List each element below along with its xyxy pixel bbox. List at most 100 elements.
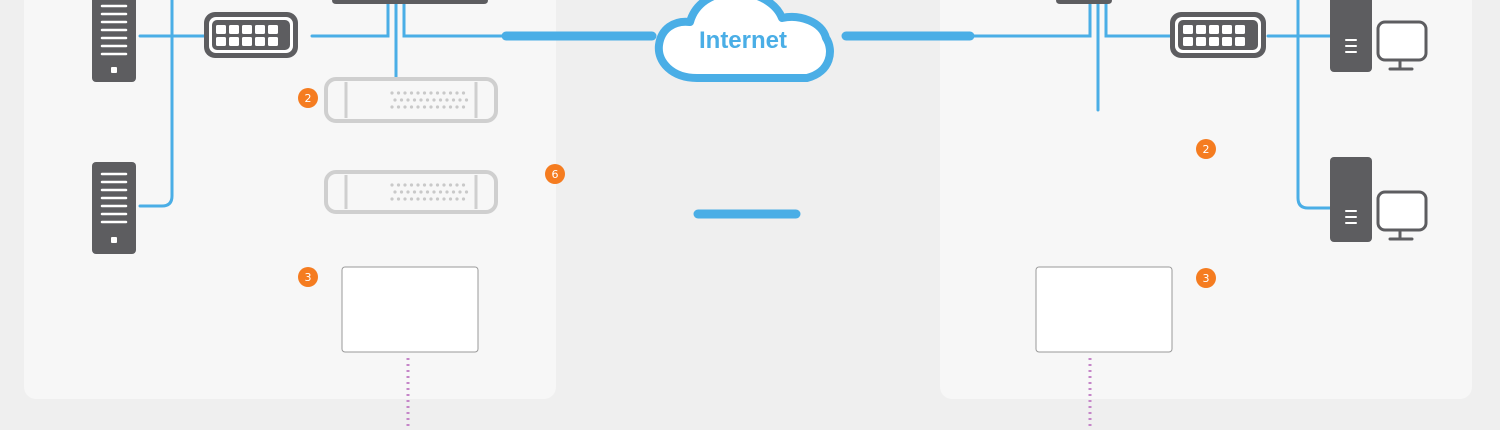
vent-dot — [416, 183, 420, 187]
vent-dot — [429, 91, 433, 95]
vent-dot — [455, 91, 459, 95]
appliance-icon — [324, 170, 498, 214]
vent-dot — [458, 98, 462, 102]
vent-dot — [422, 91, 427, 95]
vent-dot — [390, 91, 394, 95]
network-switch-icon — [1170, 12, 1266, 58]
badge-right-2: 2 — [1196, 139, 1216, 159]
vent-dot — [438, 98, 443, 102]
link-switch-router — [310, 0, 390, 38]
vent-dot — [455, 183, 459, 187]
vent-dot — [406, 190, 410, 194]
vent-dot — [396, 197, 401, 201]
badge-right-3: 3 — [1196, 268, 1216, 288]
vent-dot — [425, 190, 430, 194]
desktop-computer-icon — [1330, 0, 1428, 72]
badge-label: 2 — [305, 92, 312, 105]
router-right — [1056, 0, 1112, 4]
vent-dot — [442, 197, 446, 201]
vent-dot — [435, 91, 440, 95]
vent-dot — [416, 105, 420, 109]
vent-dot — [416, 91, 420, 95]
vent-dot — [403, 105, 407, 109]
link-router-drop — [402, 0, 504, 38]
vent-dot — [409, 183, 414, 187]
vent-dot — [403, 197, 407, 201]
desktop-computer-icon — [1330, 157, 1428, 242]
vent-dot — [448, 91, 453, 95]
vent-dot — [403, 183, 407, 187]
vent-dot — [403, 91, 407, 95]
vent-dot — [412, 190, 417, 194]
vent-dot — [435, 105, 440, 109]
vent-dot — [461, 197, 466, 201]
vent-dot — [455, 197, 459, 201]
vent-dot — [393, 190, 397, 194]
vent-dot — [445, 190, 449, 194]
vent-dot — [445, 98, 449, 102]
vent-dot — [442, 105, 446, 109]
vent-dot — [461, 91, 466, 95]
vent-dot — [396, 91, 401, 95]
right-site-links — [972, 0, 1332, 210]
vent-dot — [464, 190, 469, 194]
vent-dot — [409, 197, 414, 201]
vent-dot — [461, 105, 466, 109]
badge-label: 2 — [1203, 143, 1210, 156]
vent-dot — [393, 98, 397, 102]
vent-dot — [442, 183, 446, 187]
vent-dot — [458, 190, 462, 194]
blank-box — [341, 266, 479, 353]
vent-dot — [422, 197, 427, 201]
vent-dot — [419, 190, 423, 194]
vent-dot — [412, 98, 417, 102]
link-bus-vertical — [138, 0, 174, 208]
badge-left-3: 3 — [298, 267, 318, 287]
vent-dot — [409, 105, 414, 109]
badge-label: 3 — [305, 271, 312, 284]
vent-dot — [429, 183, 433, 187]
vent-dot — [432, 190, 436, 194]
vent-dot — [432, 98, 436, 102]
cloud-icon: Internet — [654, 0, 834, 82]
vent-dot — [448, 105, 453, 109]
vent-dot — [429, 197, 433, 201]
vent-dot — [442, 91, 446, 95]
badge-label: 3 — [1203, 272, 1210, 285]
vent-dot — [429, 105, 433, 109]
vent-dot — [399, 190, 404, 194]
vent-dot — [435, 183, 440, 187]
vent-dot — [448, 197, 453, 201]
server-icon — [92, 162, 136, 254]
vent-dot — [455, 105, 459, 109]
router-left — [332, 0, 488, 4]
cloud-label: Internet — [699, 27, 787, 54]
badge-left-2: 2 — [298, 88, 318, 108]
network-switch-icon — [204, 12, 298, 58]
vent-dot — [464, 98, 469, 102]
vent-dot — [461, 183, 466, 187]
vent-dot — [390, 105, 394, 109]
badge-label: 6 — [552, 168, 559, 181]
vent-dot — [438, 190, 443, 194]
link-bus-vertical — [1296, 0, 1332, 210]
vent-dot — [409, 91, 414, 95]
appliance-icon — [324, 77, 498, 123]
vent-dot — [416, 197, 420, 201]
vent-dot — [390, 183, 394, 187]
vent-dot — [422, 183, 427, 187]
server-icon — [92, 0, 136, 82]
vent-dot — [422, 105, 427, 109]
link-router-wan — [972, 0, 1092, 38]
vent-dot — [425, 98, 430, 102]
vent-dot — [396, 183, 401, 187]
badge-left-6: 6 — [545, 164, 565, 184]
left-site-links — [138, 0, 504, 208]
vent-dot — [406, 98, 410, 102]
link-router-switch — [1104, 0, 1172, 38]
vent-dot — [390, 197, 394, 201]
vent-dot — [419, 98, 423, 102]
vent-dot — [435, 197, 440, 201]
vent-dot — [396, 105, 401, 109]
